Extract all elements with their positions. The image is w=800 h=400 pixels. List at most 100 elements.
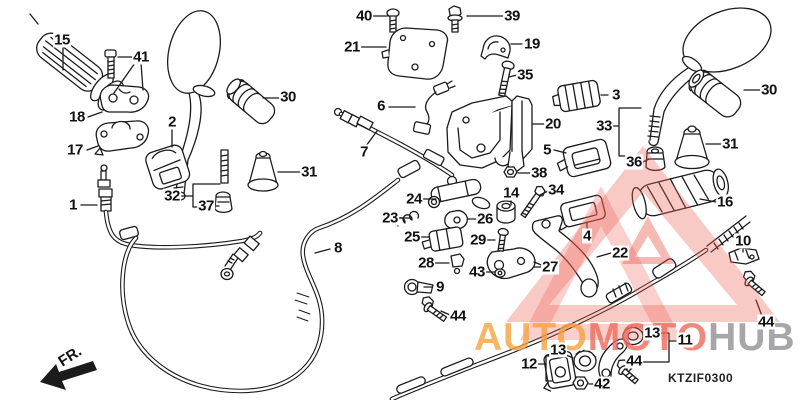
lever-22-part <box>531 215 599 298</box>
housing-20-part <box>446 95 533 173</box>
callout-31a: 31 <box>300 163 318 181</box>
holder-upper-18-part <box>99 84 150 113</box>
switch-25-part <box>421 226 464 252</box>
cable-8-part <box>119 159 421 394</box>
screw-32-part <box>220 149 229 184</box>
watermark-text: AUTOMOTOHUB <box>474 318 796 357</box>
nut-43-part <box>494 268 506 278</box>
screw-29-part <box>497 227 509 252</box>
callout-6: 6 <box>376 97 386 115</box>
callout-31b: 31 <box>721 135 739 153</box>
callout-1: 1 <box>68 196 78 214</box>
bolt-39-part <box>447 5 463 33</box>
switch-5-part <box>556 138 612 178</box>
bolt-34-part <box>520 185 546 219</box>
watermark-triangle-large <box>506 146 780 322</box>
cable-12-part <box>389 215 751 400</box>
callout-9: 9 <box>435 278 445 296</box>
cone-31-left-part <box>247 150 279 192</box>
callout-5: 5 <box>542 141 552 159</box>
callout-10: 10 <box>734 232 752 250</box>
callout-38: 38 <box>530 164 548 182</box>
callout-20: 20 <box>544 115 562 133</box>
callout-42: 42 <box>593 375 611 393</box>
callout-11: 11 <box>676 331 694 349</box>
ring-13b-part <box>573 349 597 372</box>
callout-4: 4 <box>582 227 592 245</box>
callout-21: 21 <box>343 38 361 56</box>
callout-28: 28 <box>417 254 435 272</box>
cap-37-part <box>214 191 233 213</box>
callout-22: 22 <box>611 244 629 262</box>
holder-lower-17-part <box>94 120 150 156</box>
pivot-24-part <box>427 178 491 210</box>
callout-17: 17 <box>66 141 84 159</box>
callout-44c: 44 <box>757 313 775 331</box>
piece-28-part <box>450 253 465 275</box>
callout-37: 37 <box>197 197 215 215</box>
callout-44a: 44 <box>449 307 467 325</box>
callout-35: 35 <box>516 66 534 84</box>
callout-44b: 44 <box>625 352 643 370</box>
callout-24: 24 <box>405 190 423 208</box>
boot-30-left-part <box>226 78 276 125</box>
callout-30a: 30 <box>279 88 297 106</box>
callout-34: 34 <box>547 181 565 199</box>
callout-12: 12 <box>520 355 538 373</box>
grip-16-part <box>631 168 729 220</box>
callout-13b: 13 <box>549 341 567 359</box>
watermark-triangle-small <box>622 216 674 264</box>
cap-36-part <box>645 146 666 172</box>
callout-7: 7 <box>359 143 369 161</box>
plate-21-part <box>381 27 449 80</box>
callout-16: 16 <box>716 193 734 211</box>
callout-25: 25 <box>403 228 421 246</box>
callout-29: 29 <box>469 231 487 249</box>
callout-40: 40 <box>355 7 373 25</box>
watermark-text-hub: HUB <box>708 316 796 359</box>
ring-13a-part <box>622 325 645 346</box>
callout-30b: 30 <box>760 81 778 99</box>
cone-31-right-part <box>674 125 710 170</box>
callout-13a: 13 <box>643 324 661 342</box>
bolt-44c-part <box>742 270 766 297</box>
callout-41: 41 <box>132 48 150 66</box>
piece-26-part <box>444 209 468 230</box>
screw-40-part <box>386 8 400 33</box>
clamp-9-part <box>403 278 434 296</box>
callout-19: 19 <box>523 35 541 53</box>
callout-27: 27 <box>541 258 559 276</box>
wire-6-part <box>412 80 456 135</box>
switch-3-part <box>552 79 601 113</box>
callout-32: 32 <box>163 187 181 205</box>
switch-2-part <box>145 144 191 190</box>
callout-2: 2 <box>167 113 177 131</box>
callout-39: 39 <box>503 7 521 25</box>
callout-43: 43 <box>468 263 486 281</box>
watermark-triangle-medium <box>520 186 682 340</box>
callout-18: 18 <box>68 108 86 126</box>
callout-3: 3 <box>611 86 621 104</box>
callout-23: 23 <box>381 209 399 227</box>
cable-1-part <box>97 164 263 281</box>
diagram-code: KTZIF0300 <box>668 371 734 385</box>
callout-14: 14 <box>502 184 520 202</box>
boot-30-right-part <box>688 69 742 118</box>
callout-26: 26 <box>476 210 494 228</box>
callout-33: 33 <box>595 117 613 135</box>
watermark-text-auto: AUTO <box>474 316 588 359</box>
bolt-41-part <box>104 49 117 79</box>
bolt-44a-part <box>421 296 448 322</box>
nut-42-part <box>572 376 589 390</box>
nut-38-part <box>503 166 518 178</box>
cable-7-part <box>333 107 458 187</box>
fr-arrow-icon <box>40 361 97 390</box>
clamp-19-part <box>480 35 511 60</box>
callout-8: 8 <box>333 239 343 257</box>
callout-15: 15 <box>53 31 71 49</box>
callout-36: 36 <box>625 153 643 171</box>
bolt-35-part <box>498 60 515 97</box>
